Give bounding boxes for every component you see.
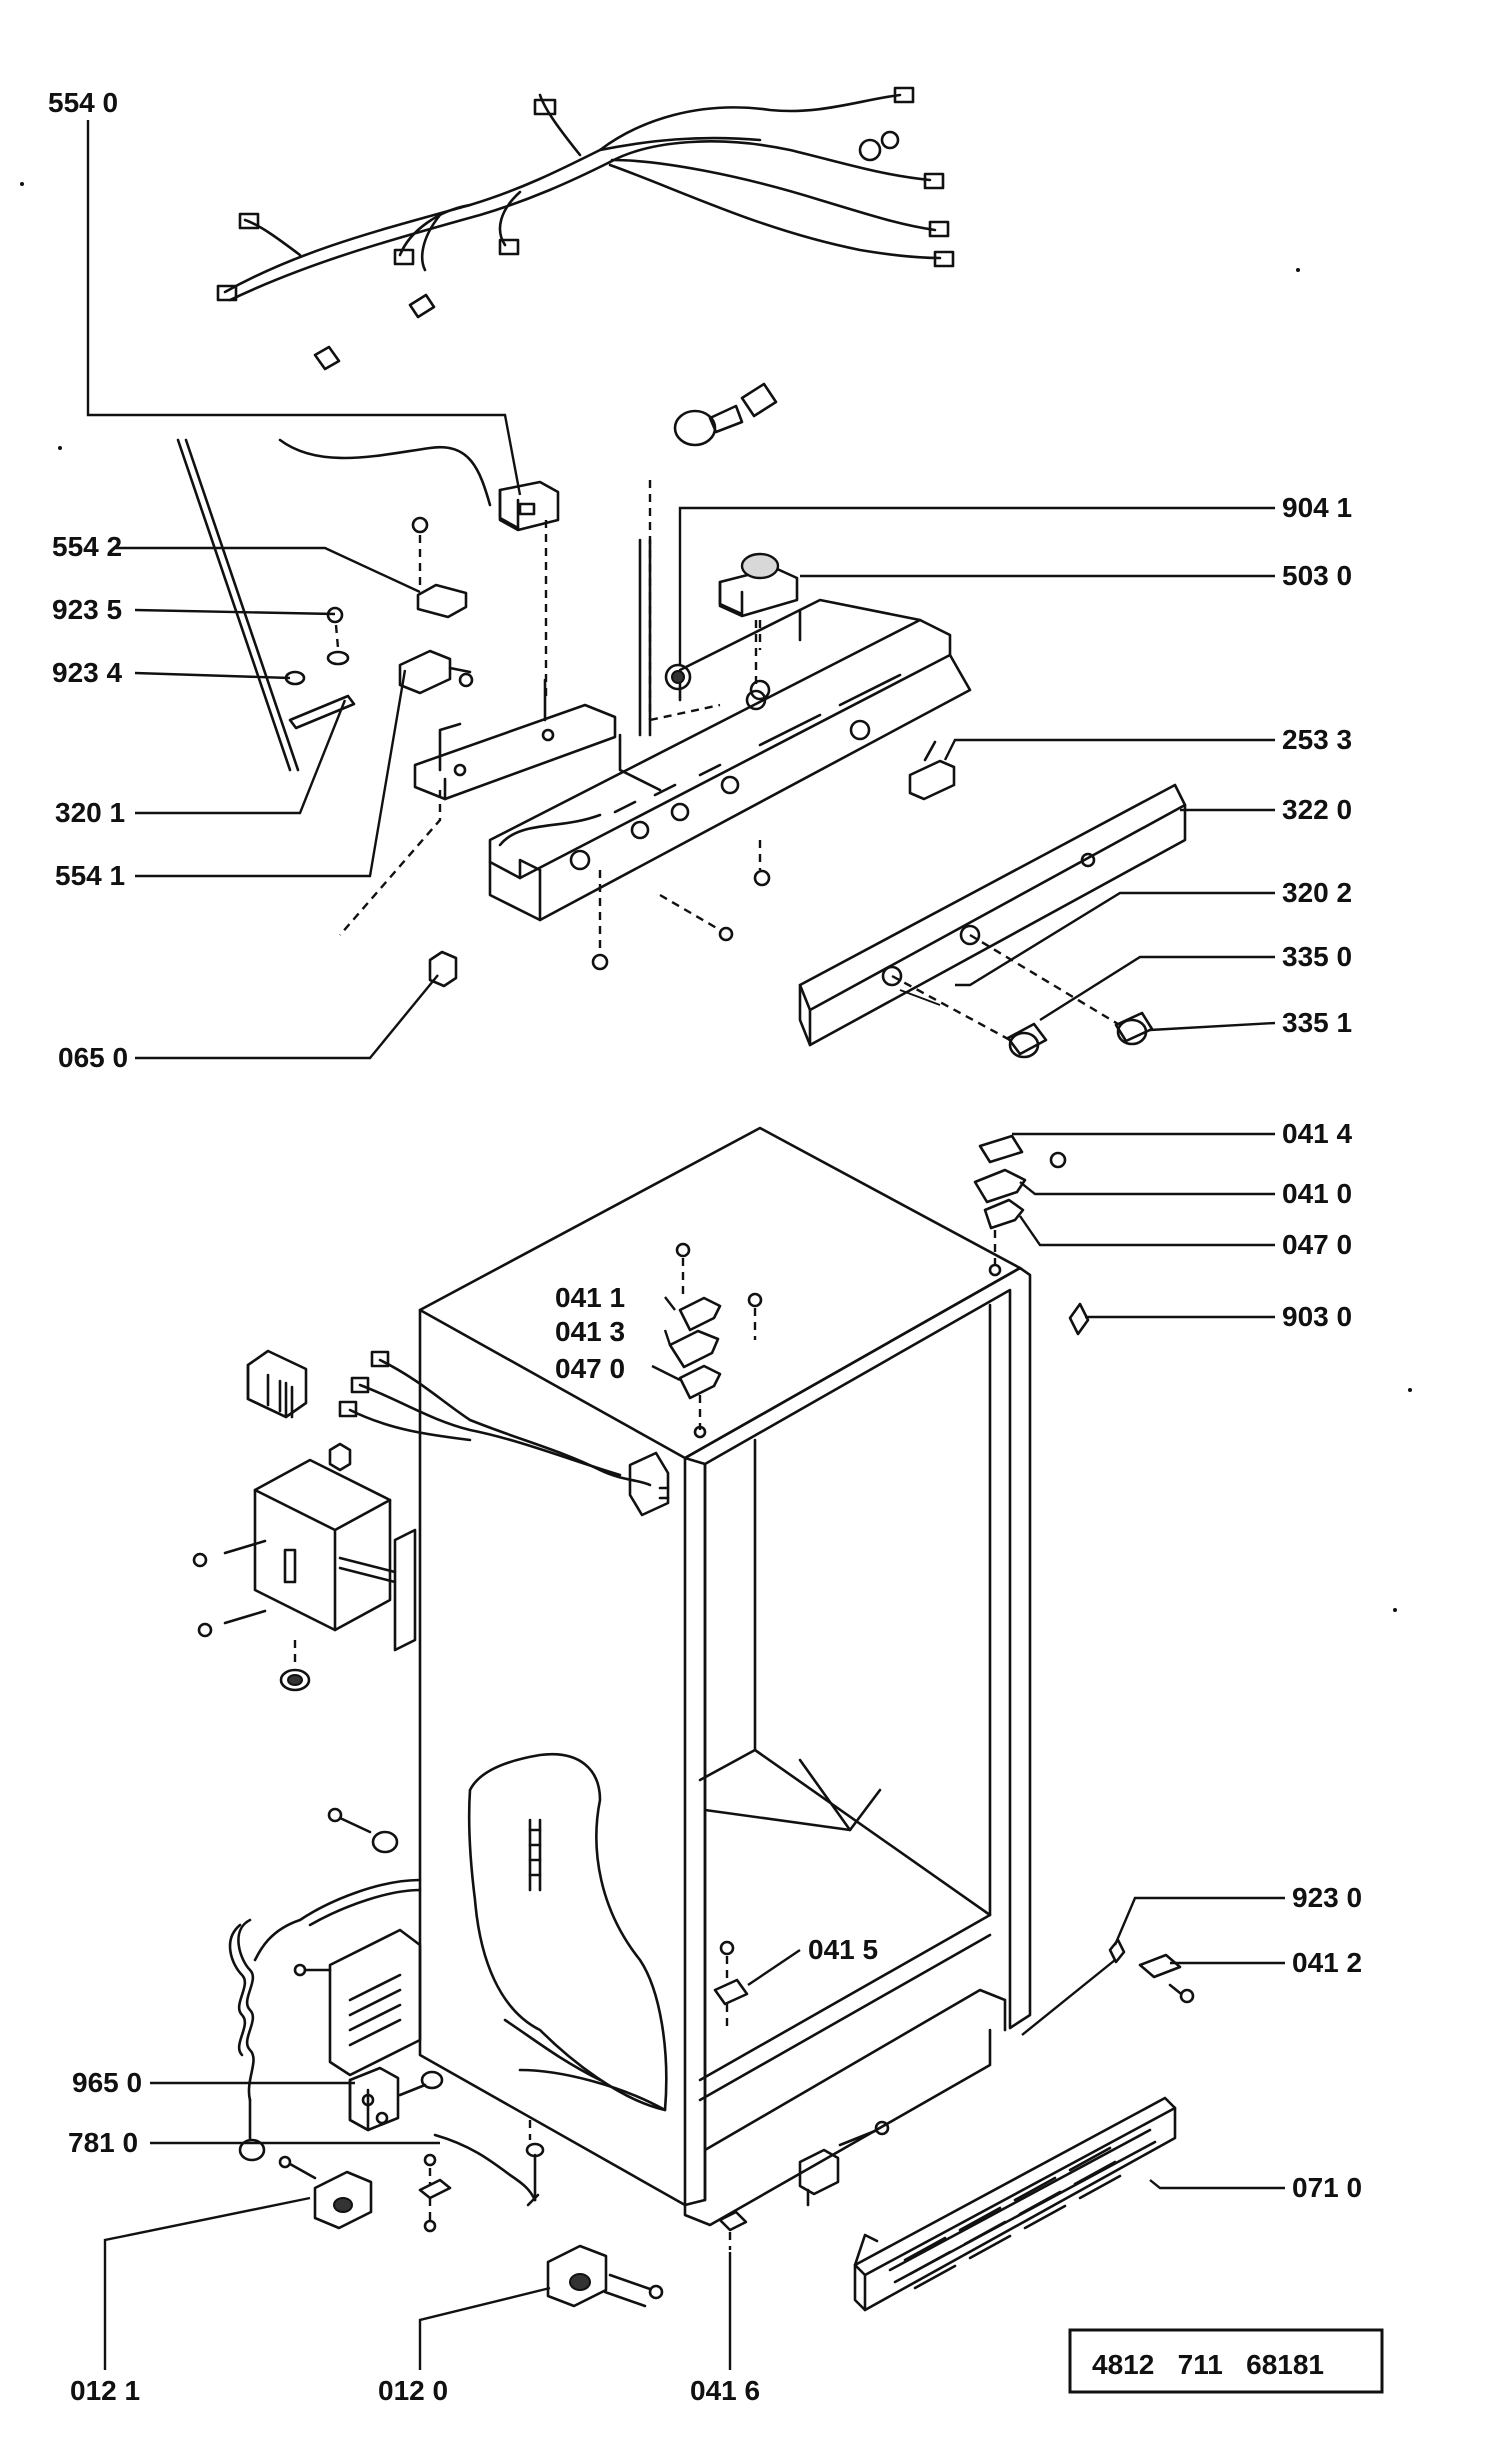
- rod-320-1: [176, 438, 292, 772]
- callout-554-1: 554 1: [55, 860, 125, 891]
- callout-923-5: 923 5: [52, 594, 122, 625]
- hinge-top-left: [668, 1242, 763, 1439]
- callout-041-1: 041 1: [555, 1282, 625, 1313]
- screw-923-5: [326, 606, 350, 666]
- callout-903-0: 903 0: [1282, 1301, 1352, 1332]
- power-cord: [228, 1878, 422, 2162]
- cabinet-wiring: [338, 1350, 670, 1517]
- callout-320-1: 320 1: [55, 797, 125, 828]
- panel-322-0: [798, 783, 1187, 1047]
- callout-322-0: 322 0: [1282, 794, 1352, 825]
- leg-012-1: [278, 2155, 373, 2230]
- scan-specks: [20, 182, 1412, 1612]
- timer-503-0: [718, 552, 799, 711]
- control-bracket: [339, 520, 617, 936]
- callout-335-1: 335 1: [1282, 1007, 1352, 1038]
- callout-335-0: 335 0: [1282, 941, 1352, 972]
- callout-041-4: 041 4: [1282, 1118, 1352, 1149]
- relay-box: [192, 1442, 417, 1692]
- document-number: 4812 711 68181: [1092, 2349, 1324, 2380]
- knob-axis-1: [891, 974, 1011, 1042]
- bracket-center-bottom: [418, 2153, 452, 2233]
- lower-bracket: [798, 2120, 890, 2207]
- switch-554-1: [398, 649, 474, 695]
- callout-041-2: 041 2: [1292, 1947, 1362, 1978]
- hinge-041-6: [718, 2210, 748, 2250]
- callout-041-5: 041 5: [808, 1934, 878, 1965]
- thermostat: [278, 438, 560, 532]
- callout-904-1: 904 1: [1282, 492, 1352, 523]
- starter-board: [293, 1928, 422, 2077]
- hinge-top-right: [973, 1134, 1090, 1336]
- small-clip-554-2: [411, 516, 468, 619]
- callout-012-0: 012 0: [378, 2375, 448, 2406]
- leg-012-0: [546, 2244, 664, 2308]
- leader-lines: [86, 120, 1285, 2370]
- callout-labels: 554 0 554 2 923 5 923 4 320 1 554 1 065 …: [48, 87, 1362, 2406]
- hinge-041-5: [713, 1940, 749, 2030]
- drain-tube-781-0: [433, 2120, 545, 2207]
- callout-781-0: 781 0: [68, 2127, 138, 2158]
- callout-253-3: 253 3: [1282, 724, 1352, 755]
- grille-071-0: [853, 2096, 1177, 2312]
- callout-554-2: 554 2: [52, 531, 122, 562]
- callout-071-0: 071 0: [1292, 2172, 1362, 2203]
- callout-012-1: 012 1: [70, 2375, 140, 2406]
- rod-320-1b: [184, 438, 300, 772]
- terminal-block: [246, 1349, 308, 1419]
- callout-923-0: 923 0: [1292, 1882, 1362, 1913]
- control-housing: [488, 480, 972, 971]
- callout-965-0: 965 0: [72, 2067, 142, 2098]
- callout-554-0: 554 0: [48, 87, 118, 118]
- wiring-harness: [216, 86, 955, 371]
- callout-503-0: 503 0: [1282, 560, 1352, 591]
- lamp-bulb: [673, 382, 778, 447]
- callout-923-4: 923 4: [52, 657, 122, 688]
- callout-047-0-left: 047 0: [555, 1353, 625, 1384]
- document-number-box: 4812 711 68181: [1068, 2328, 1384, 2394]
- cabinet: [418, 1126, 1032, 2227]
- callout-047-0-right: 047 0: [1282, 1229, 1352, 1260]
- knob-335-1: [1114, 1011, 1154, 1046]
- callout-065-0: 065 0: [58, 1042, 128, 1073]
- clip-065-0: [428, 950, 458, 988]
- switch-253-3: [908, 740, 956, 801]
- screws-lower-left: [327, 1807, 399, 1854]
- foot-965-0: [348, 2066, 444, 2132]
- callout-041-3: 041 3: [555, 1316, 625, 1347]
- knob-axis-2: [969, 933, 1119, 1026]
- callout-320-2: 320 2: [1282, 877, 1352, 908]
- callout-041-0: 041 0: [1282, 1178, 1352, 1209]
- hinge-041-2: [1108, 1938, 1195, 2004]
- lamp-holder-904-1: [664, 663, 692, 691]
- bulb-axis: [899, 989, 941, 1006]
- callout-041-6: 041 6: [690, 2375, 760, 2406]
- knob-335-0: [1006, 1022, 1048, 1059]
